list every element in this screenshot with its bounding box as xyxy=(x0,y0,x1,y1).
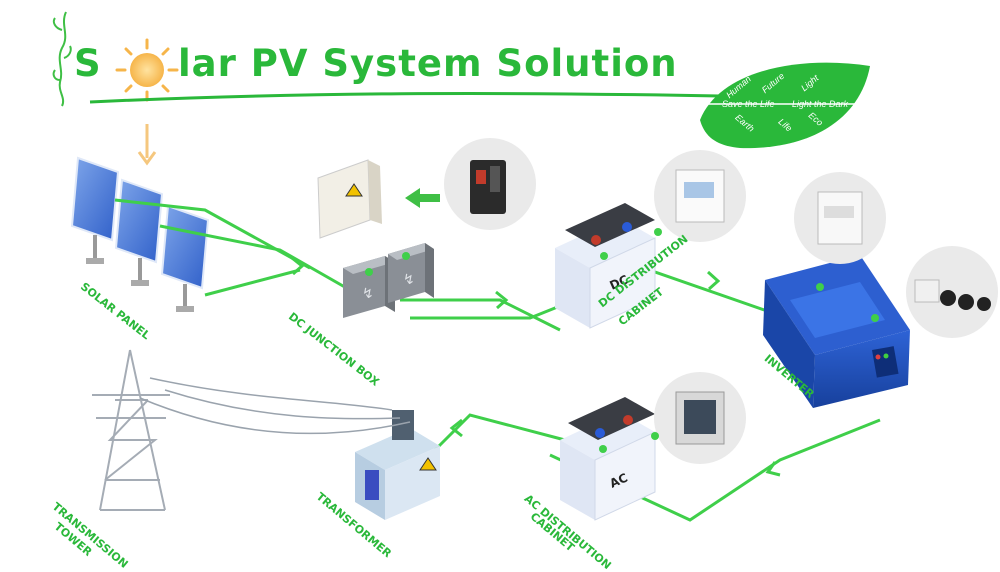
sunlight-arrow xyxy=(137,124,157,166)
ac-meter-bubble xyxy=(651,372,746,464)
vine-decoration xyxy=(52,11,72,107)
svg-text:↯: ↯ xyxy=(403,272,415,288)
current-sensor-bubble xyxy=(906,246,998,338)
sun-icon xyxy=(115,38,179,102)
title-underline xyxy=(89,92,721,104)
title-s-letter: S xyxy=(74,42,102,85)
title-rest: lar PV System Solution xyxy=(178,42,678,85)
leaf-word-save-life: Save the Life xyxy=(722,99,775,109)
component-arrow xyxy=(405,188,440,208)
ac-box-text: AC xyxy=(608,471,630,491)
inverter-meter-bubble xyxy=(794,172,886,264)
breaker-bubble xyxy=(444,138,536,230)
inverter xyxy=(763,255,910,408)
diagram-canvas: ↯ ↯ DC xyxy=(52,11,998,522)
dc-meter-bubble xyxy=(654,150,746,242)
dc-junction-box: ↯ ↯ xyxy=(317,159,434,318)
leaf-word-care-earth: Care the Earth xyxy=(646,99,705,109)
ac-distribution-cabinet: AC xyxy=(560,397,656,521)
leaf-graphic xyxy=(640,62,870,149)
leaf-word-light-dark: Light the Dark xyxy=(792,99,849,109)
power-lines xyxy=(139,377,411,435)
transmission-tower xyxy=(92,349,170,511)
dc-distribution-cabinet: DC xyxy=(555,203,656,329)
svg-text:↯: ↯ xyxy=(362,286,374,302)
flow-arrows xyxy=(291,256,781,477)
transformer xyxy=(355,410,440,520)
